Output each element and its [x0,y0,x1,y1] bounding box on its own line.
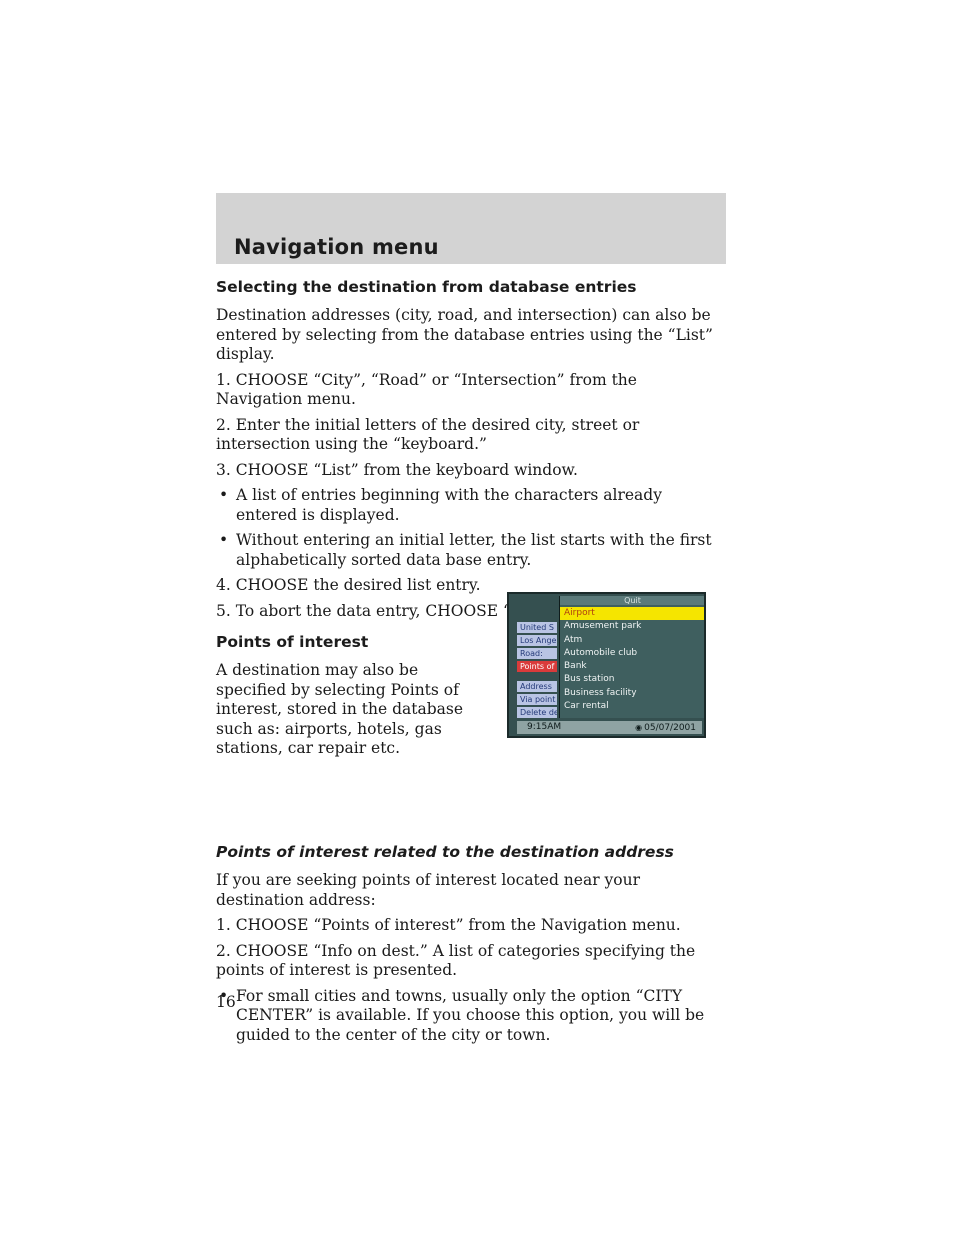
side-button-road[interactable]: Road: [517,648,557,659]
step-4: 4. CHOOSE the desired list entry. [216,576,481,594]
page-title: Navigation menu [234,235,439,259]
list-item[interactable]: Amusement park [564,621,642,632]
step-3: 3. CHOOSE “List” from the keyboard windo… [216,460,578,479]
poi-list-panel: Quit Airport Amusement park Atm Automobi… [559,596,704,718]
section-heading-poi: Points of interest [216,633,369,651]
side-button-delete[interactable]: Delete de [517,707,557,718]
paragraph-poi-intro: If you are seeking points of interest lo… [216,871,641,909]
bullet-item: •Without entering an initial letter, the… [219,531,712,569]
paragraph-intro: Destination addresses (city, road, and i… [216,306,713,363]
bullet-item: •For small cities and towns, usually onl… [219,986,705,1044]
navigation-screen-figure: United S Los Ange Road: Points of in Add… [507,592,706,738]
list-item[interactable]: Car rental [564,701,609,712]
list-item[interactable]: Bank [564,661,587,672]
step-2: 2. Enter the initial letters of the desi… [216,415,640,454]
side-button-country[interactable]: United S [517,622,557,633]
step-1: 1. CHOOSE “Points of interest” from the … [216,916,681,934]
list-item[interactable]: Airport [560,607,704,621]
list-item[interactable]: Atm [564,634,583,645]
status-date: ◉05/07/2001 [635,723,696,733]
bullet-icon: • [219,486,229,504]
poi-list: Airport Amusement park Atm Automobile cl… [560,607,704,713]
bullet-icon: • [219,531,229,549]
side-button-address[interactable]: Address [517,681,557,692]
page-content: Selecting the destination from database … [216,276,726,1051]
step-2: 2. CHOOSE “Info on dest.” A list of cate… [216,941,696,980]
quit-button[interactable]: Quit [560,596,704,605]
step-1: 1. CHOOSE “City”, “Road” or “Intersectio… [216,370,637,409]
page-number: 16 [216,993,236,1011]
side-button-city[interactable]: Los Ange [517,635,557,646]
status-bar: 9:15AM ◉05/07/2001 [517,721,702,734]
bullet-item: •A list of entries beginning with the ch… [219,486,662,524]
list-item[interactable]: Automobile club [564,647,638,658]
navigation-icon: ◉ [635,723,643,732]
side-button-points-of-interest[interactable]: Points of in [517,661,557,672]
side-button-via-point[interactable]: Via point [517,694,557,705]
bullet-icon: • [219,986,229,1005]
section-heading-poi-destination: Points of interest related to the destin… [216,843,674,861]
poi-block: A destination may also be specified by s… [216,661,726,829]
list-item[interactable]: Bus station [564,674,615,685]
header-band [216,193,726,264]
list-item[interactable]: Business facility [564,687,637,698]
clock-time: 9:15AM [527,722,562,732]
poi-paragraph: A destination may also be specified by s… [216,661,464,757]
section-heading-database: Selecting the destination from database … [216,278,637,296]
